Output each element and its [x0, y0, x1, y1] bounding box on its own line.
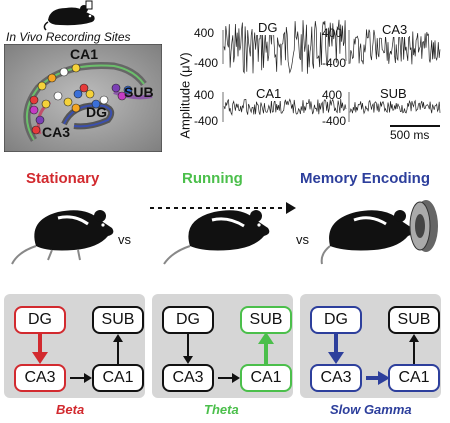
node-dg-theta: DG: [162, 306, 214, 334]
trace-sub: [349, 99, 441, 115]
node-ca1-beta: CA1: [92, 364, 144, 392]
mouse-icon: [43, 0, 95, 31]
tick-sub-top: 400: [322, 88, 343, 102]
condition-memory-encoding: Memory Encoding: [300, 170, 431, 187]
region-label-dg: DG: [86, 104, 107, 120]
node-ca3-beta: CA3: [14, 364, 66, 392]
trace-dg: [223, 19, 347, 74]
node-sub-slow-gamma: SUB: [388, 306, 440, 334]
node-sub-theta: SUB: [240, 306, 292, 334]
vs-label-2: vs: [296, 232, 309, 247]
node-ca1-slow-gamma: CA1: [388, 364, 440, 392]
region-label-ca3: CA3: [42, 124, 71, 140]
region-label-sub: SUB: [124, 84, 154, 100]
lfp-traces: [222, 19, 441, 127]
rat-memory-encoding-icon: [320, 200, 438, 265]
band-label-theta: Theta: [204, 402, 239, 417]
rat-running-icon: [150, 202, 296, 265]
trace-ca3: [349, 29, 441, 65]
trace-label-ca1: CA1: [254, 86, 284, 101]
tick-sub-bottom: -400: [322, 114, 347, 128]
condition-stationary: Stationary: [26, 170, 100, 187]
tick-dg-top: 400: [194, 26, 215, 40]
rat-stationary-icon: [11, 210, 114, 265]
node-ca3-theta: CA3: [162, 364, 214, 392]
tick-dg-bottom: -400: [194, 56, 219, 70]
region-label-ca1: CA1: [70, 46, 99, 62]
condition-running: Running: [182, 170, 243, 187]
hippocampus-image: [4, 44, 162, 152]
trace-label-dg: DG: [256, 20, 280, 35]
scalebar-label: 500 ms: [390, 128, 430, 142]
band-label-slow-gamma: Slow Gamma: [330, 402, 412, 417]
vs-label-1: vs: [118, 232, 131, 247]
trace-ca1: [223, 98, 347, 116]
node-sub-beta: SUB: [92, 306, 144, 334]
band-label-beta: Beta: [56, 402, 85, 417]
circuit-arrows: [32, 332, 419, 385]
node-ca3-slow-gamma: CA3: [310, 364, 362, 392]
trace-label-ca3: CA3: [380, 22, 410, 37]
node-dg-slow-gamma: DG: [310, 306, 362, 334]
recording-title: In Vivo Recording Sites: [6, 30, 131, 44]
node-dg-beta: DG: [14, 306, 66, 334]
tick-ca1-top: 400: [194, 88, 215, 102]
tick-ca1-bottom: -400: [194, 114, 219, 128]
node-ca1-theta: CA1: [240, 364, 292, 392]
trace-label-sub: SUB: [378, 86, 409, 101]
traces-ylabel: Amplitude (μV): [177, 52, 193, 139]
